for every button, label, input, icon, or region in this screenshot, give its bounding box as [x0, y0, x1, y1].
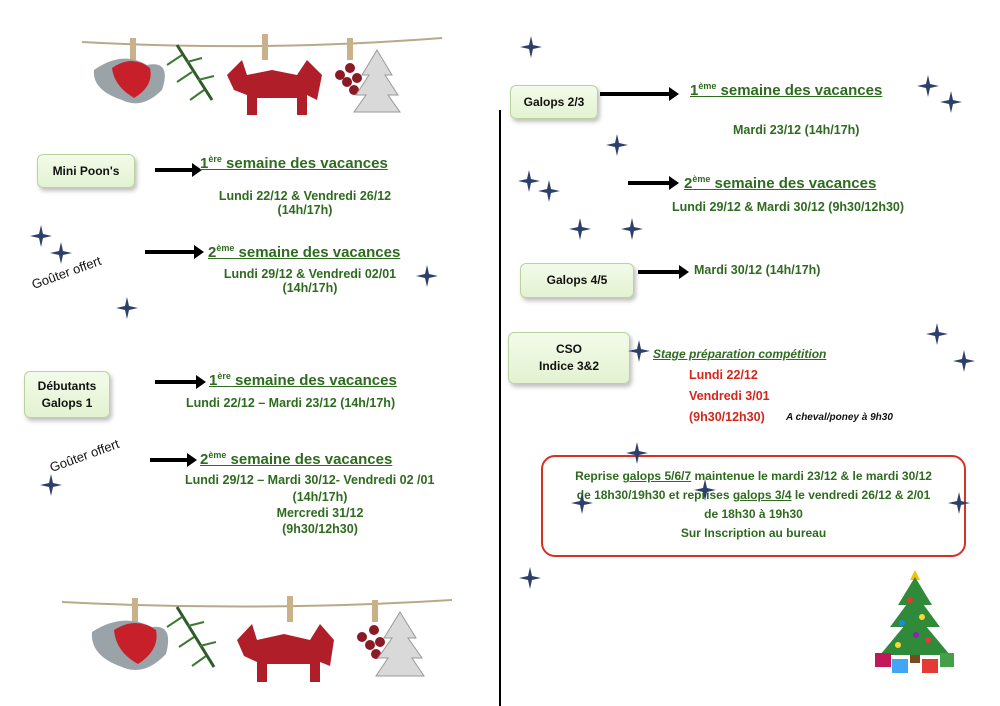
- column-divider: [499, 110, 501, 706]
- star-icon: [621, 218, 643, 240]
- star-icon: [538, 180, 560, 202]
- top-garland-decoration: [82, 34, 442, 115]
- galops-2-3-box: Galops 2/3: [510, 85, 598, 119]
- star-icon: [694, 479, 716, 501]
- star-icon: [948, 492, 970, 514]
- snack-note: Goûter offert: [47, 436, 122, 475]
- bottom-garland-decoration: [62, 596, 452, 682]
- star-icon: [606, 134, 628, 156]
- debutants-week2-heading: 2ème semaine des vacances: [200, 450, 393, 468]
- star-icon: [926, 323, 948, 345]
- debutants-week2-dates: Lundi 29/12 – Mardi 30/12- Vendredi 02 /…: [185, 473, 435, 487]
- debutants-week1-heading: 1ère semaine des vacances: [209, 371, 397, 389]
- cso-date-2: Vendredi 3/01: [689, 389, 770, 403]
- arrow-icon: [145, 245, 204, 259]
- star-icon: [626, 442, 648, 464]
- cso-date-1: Lundi 22/12: [689, 368, 758, 382]
- star-icon: [953, 350, 975, 372]
- g45-dates: Mardi 30/12 (14h/17h): [694, 263, 821, 277]
- cso-label: CSO: [555, 342, 582, 356]
- star-icon: [50, 242, 72, 264]
- star-icon: [30, 225, 52, 247]
- arrow-icon: [638, 265, 689, 279]
- g23-week1-heading: 1ème semaine des vacances: [690, 81, 883, 99]
- arrow-icon: [155, 375, 206, 389]
- galops1-label: Galops 1: [41, 395, 93, 410]
- mini-poons-box: Mini Poon's: [37, 154, 135, 188]
- star-icon: [628, 340, 650, 362]
- star-icon: [917, 75, 939, 97]
- cso-note: A cheval/poney à 9h30: [786, 412, 893, 423]
- mini-week1-dates: Lundi 22/12 & Vendredi 26/12 (14h/17h): [218, 189, 392, 217]
- star-icon: [416, 265, 438, 287]
- debutants-label: Débutants: [37, 378, 97, 393]
- christmas-tree-icon: [875, 570, 954, 673]
- arrow-icon: [150, 453, 197, 467]
- debutants-box: Débutants Galops 1: [24, 371, 110, 418]
- mini-week2-heading: 2ème semaine des vacances: [208, 243, 401, 261]
- star-icon: [519, 567, 541, 589]
- arrow-icon: [600, 87, 679, 101]
- cso-box: CSO Indice 3&2: [508, 332, 630, 384]
- galops-4-5-box: Galops 4/5: [520, 263, 634, 298]
- cso-title: Stage préparation compétition: [653, 347, 827, 361]
- galops-4-5-label: Galops 4/5: [546, 273, 608, 287]
- g23-week1-dates: Mardi 23/12 (14h/17h): [733, 123, 860, 137]
- cso-hours: (9h30/12h30): [689, 410, 765, 424]
- mini-week2-dates: Lundi 29/12 & Vendredi 02/01 (14h/17h): [223, 267, 397, 295]
- g23-week2-heading: 2ème semaine des vacances: [684, 174, 877, 192]
- arrow-icon: [155, 163, 202, 177]
- mini-week1-heading: 1ère semaine des vacances: [200, 154, 388, 172]
- star-icon: [520, 36, 542, 58]
- reprise-notice: Reprise galops 5/6/7 maintenue le mardi …: [541, 455, 966, 557]
- g23-week2-dates: Lundi 29/12 & Mardi 30/12 (9h30/12h30): [672, 200, 905, 214]
- debutants-week1-dates: Lundi 22/12 – Mardi 23/12 (14h/17h): [186, 396, 396, 410]
- galops-2-3-label: Galops 2/3: [523, 94, 585, 109]
- star-icon: [116, 297, 138, 319]
- mini-poons-label: Mini Poon's: [52, 163, 120, 178]
- debutants-week2-hours: (14h/17h) Mercredi 31/12 (9h30/12h30): [276, 490, 364, 536]
- star-icon: [518, 170, 540, 192]
- arrow-icon: [628, 176, 679, 190]
- star-icon: [571, 492, 593, 514]
- star-icon: [40, 474, 62, 496]
- star-icon: [569, 218, 591, 240]
- star-icon: [940, 91, 962, 113]
- indice-label: Indice 3&2: [538, 359, 600, 373]
